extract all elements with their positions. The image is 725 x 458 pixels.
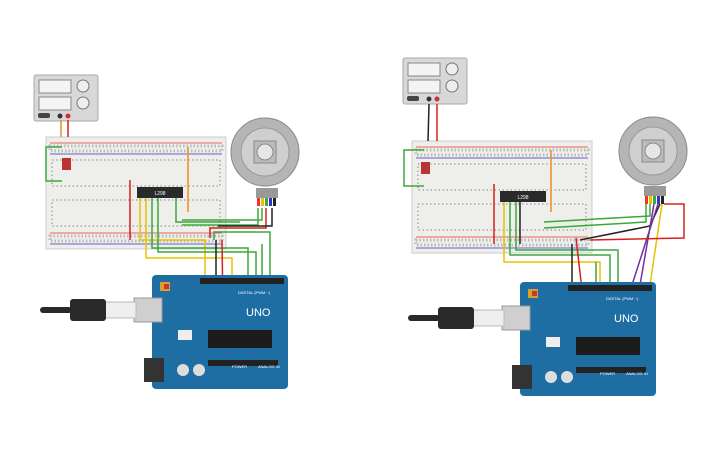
arduino-uno[interactable]: UNO DIGITAL (PWM ~) POWER ANALOG IN [144, 275, 288, 389]
digital-header-label: DIGITAL (PWM ~) [238, 290, 271, 295]
power-label: POWER [232, 364, 247, 369]
dc-motor[interactable] [618, 116, 688, 204]
board-label: UNO [614, 313, 639, 325]
breadboard[interactable] [45, 136, 227, 250]
circuit-right: L298 [402, 57, 688, 396]
voltage-regulator[interactable] [62, 158, 71, 170]
chip-label: L298 [154, 191, 165, 197]
dc-motor[interactable] [230, 117, 300, 206]
voltage-regulator[interactable] [421, 162, 430, 174]
wires-right [403, 103, 685, 395]
board-label: UNO [246, 307, 271, 319]
analog-label: ANALOG IN [258, 364, 280, 369]
digital-header-label: DIGITAL (PWM ~) [606, 296, 639, 301]
arduino-uno[interactable]: UNO DIGITAL (PWM ~) POWER ANALOG IN [512, 282, 656, 396]
usb-cable[interactable] [408, 305, 531, 331]
power-label: POWER [600, 371, 615, 376]
l298-chip[interactable]: L298 [137, 187, 183, 198]
chip-label: L298 [517, 195, 528, 201]
circuit-left: L298 [33, 74, 300, 389]
l298-chip[interactable]: L298 [500, 191, 546, 202]
usb-cable[interactable] [40, 297, 163, 323]
power-supply[interactable] [402, 57, 468, 105]
analog-label: ANALOG IN [626, 371, 648, 376]
power-supply[interactable] [33, 74, 99, 122]
